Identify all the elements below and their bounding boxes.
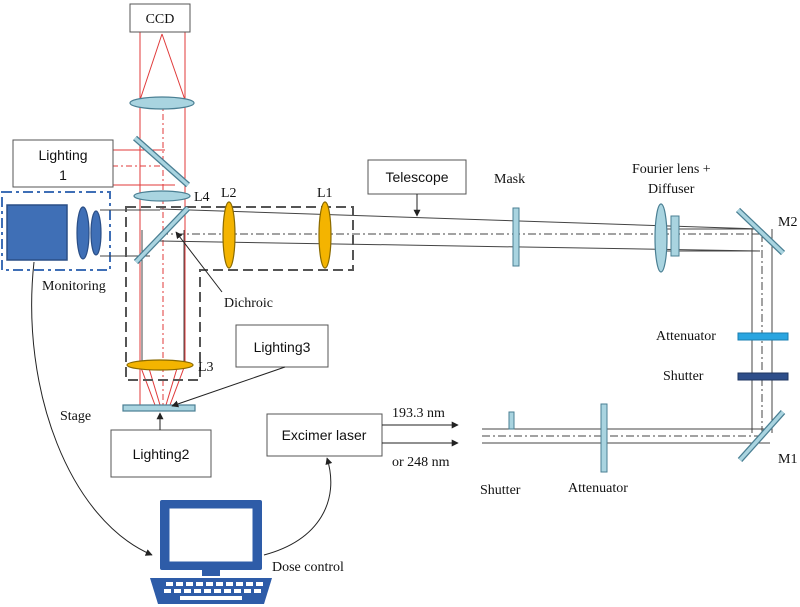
lighting2-box (110, 429, 212, 478)
shutter-bottom-label: Shutter (480, 483, 521, 498)
monitoring-camera (6, 204, 68, 261)
ccd-lens (129, 96, 195, 110)
fourier-label-line1: Fourier lens + (632, 162, 711, 177)
monitoring-dashed-box (1, 191, 111, 271)
dose-control-label: Dose control (272, 560, 344, 575)
wavelength-2-label: or 248 nm (392, 455, 450, 470)
ccd-label: CCD (146, 12, 175, 27)
lighting1-label-line2: 1 (59, 167, 67, 183)
telescope-box (367, 159, 467, 195)
excimer-laser-box (266, 413, 383, 457)
lighting2-label: Lighting2 (133, 446, 190, 462)
monitoring-lens-1 (76, 206, 90, 260)
l4-label: L4 (194, 190, 210, 205)
shutter-bottom (508, 411, 515, 430)
attenuator-bottom (600, 403, 608, 473)
shutter-right (737, 372, 789, 381)
lighting1-label-line1: Lighting (38, 147, 87, 163)
attenuator-right-label: Attenuator (656, 329, 716, 344)
diffuser (670, 215, 680, 257)
dichroic-label: Dichroic (224, 296, 273, 311)
l2-label: L2 (221, 186, 237, 201)
shutter-right-label: Shutter (663, 369, 704, 384)
stage-control-curve (31, 261, 153, 556)
stage-label: Stage (60, 409, 91, 424)
lens-l2 (222, 201, 236, 269)
dichroic-arrow (175, 231, 223, 293)
attenuator-bottom-label: Attenuator (568, 481, 628, 496)
l3-label: L3 (198, 360, 214, 375)
lens-l3 (126, 359, 194, 371)
lens-l4 (133, 190, 191, 202)
attenuator-right (737, 332, 789, 341)
monitoring-lens-2 (90, 210, 102, 256)
computer-icon (150, 500, 272, 604)
mask-label: Mask (494, 172, 525, 187)
fourier-label-line2: Diffuser (648, 182, 695, 197)
fourier-lens (654, 203, 668, 273)
lighting3-box (235, 324, 329, 368)
wavelength-1-label: 193.3 nm (392, 406, 445, 421)
ccd-rays (112, 30, 186, 406)
lens-l1 (318, 201, 332, 269)
monitoring-label: Monitoring (42, 279, 106, 294)
l1-label: L1 (317, 186, 333, 201)
dose-control-curve (263, 457, 333, 556)
excimer-laser-label: Excimer laser (282, 427, 367, 443)
ccd-box (129, 3, 191, 33)
lens-group-dashed-box (125, 206, 354, 381)
m2-label: M2 (778, 215, 797, 230)
telescope-label: Telescope (385, 169, 448, 185)
lighting3-arrow (171, 366, 286, 408)
m1-label: M1 (778, 452, 797, 467)
stage-plate (122, 404, 196, 412)
mask (512, 207, 520, 267)
lighting3-label: Lighting3 (254, 339, 311, 355)
lighting1-box (12, 139, 114, 188)
